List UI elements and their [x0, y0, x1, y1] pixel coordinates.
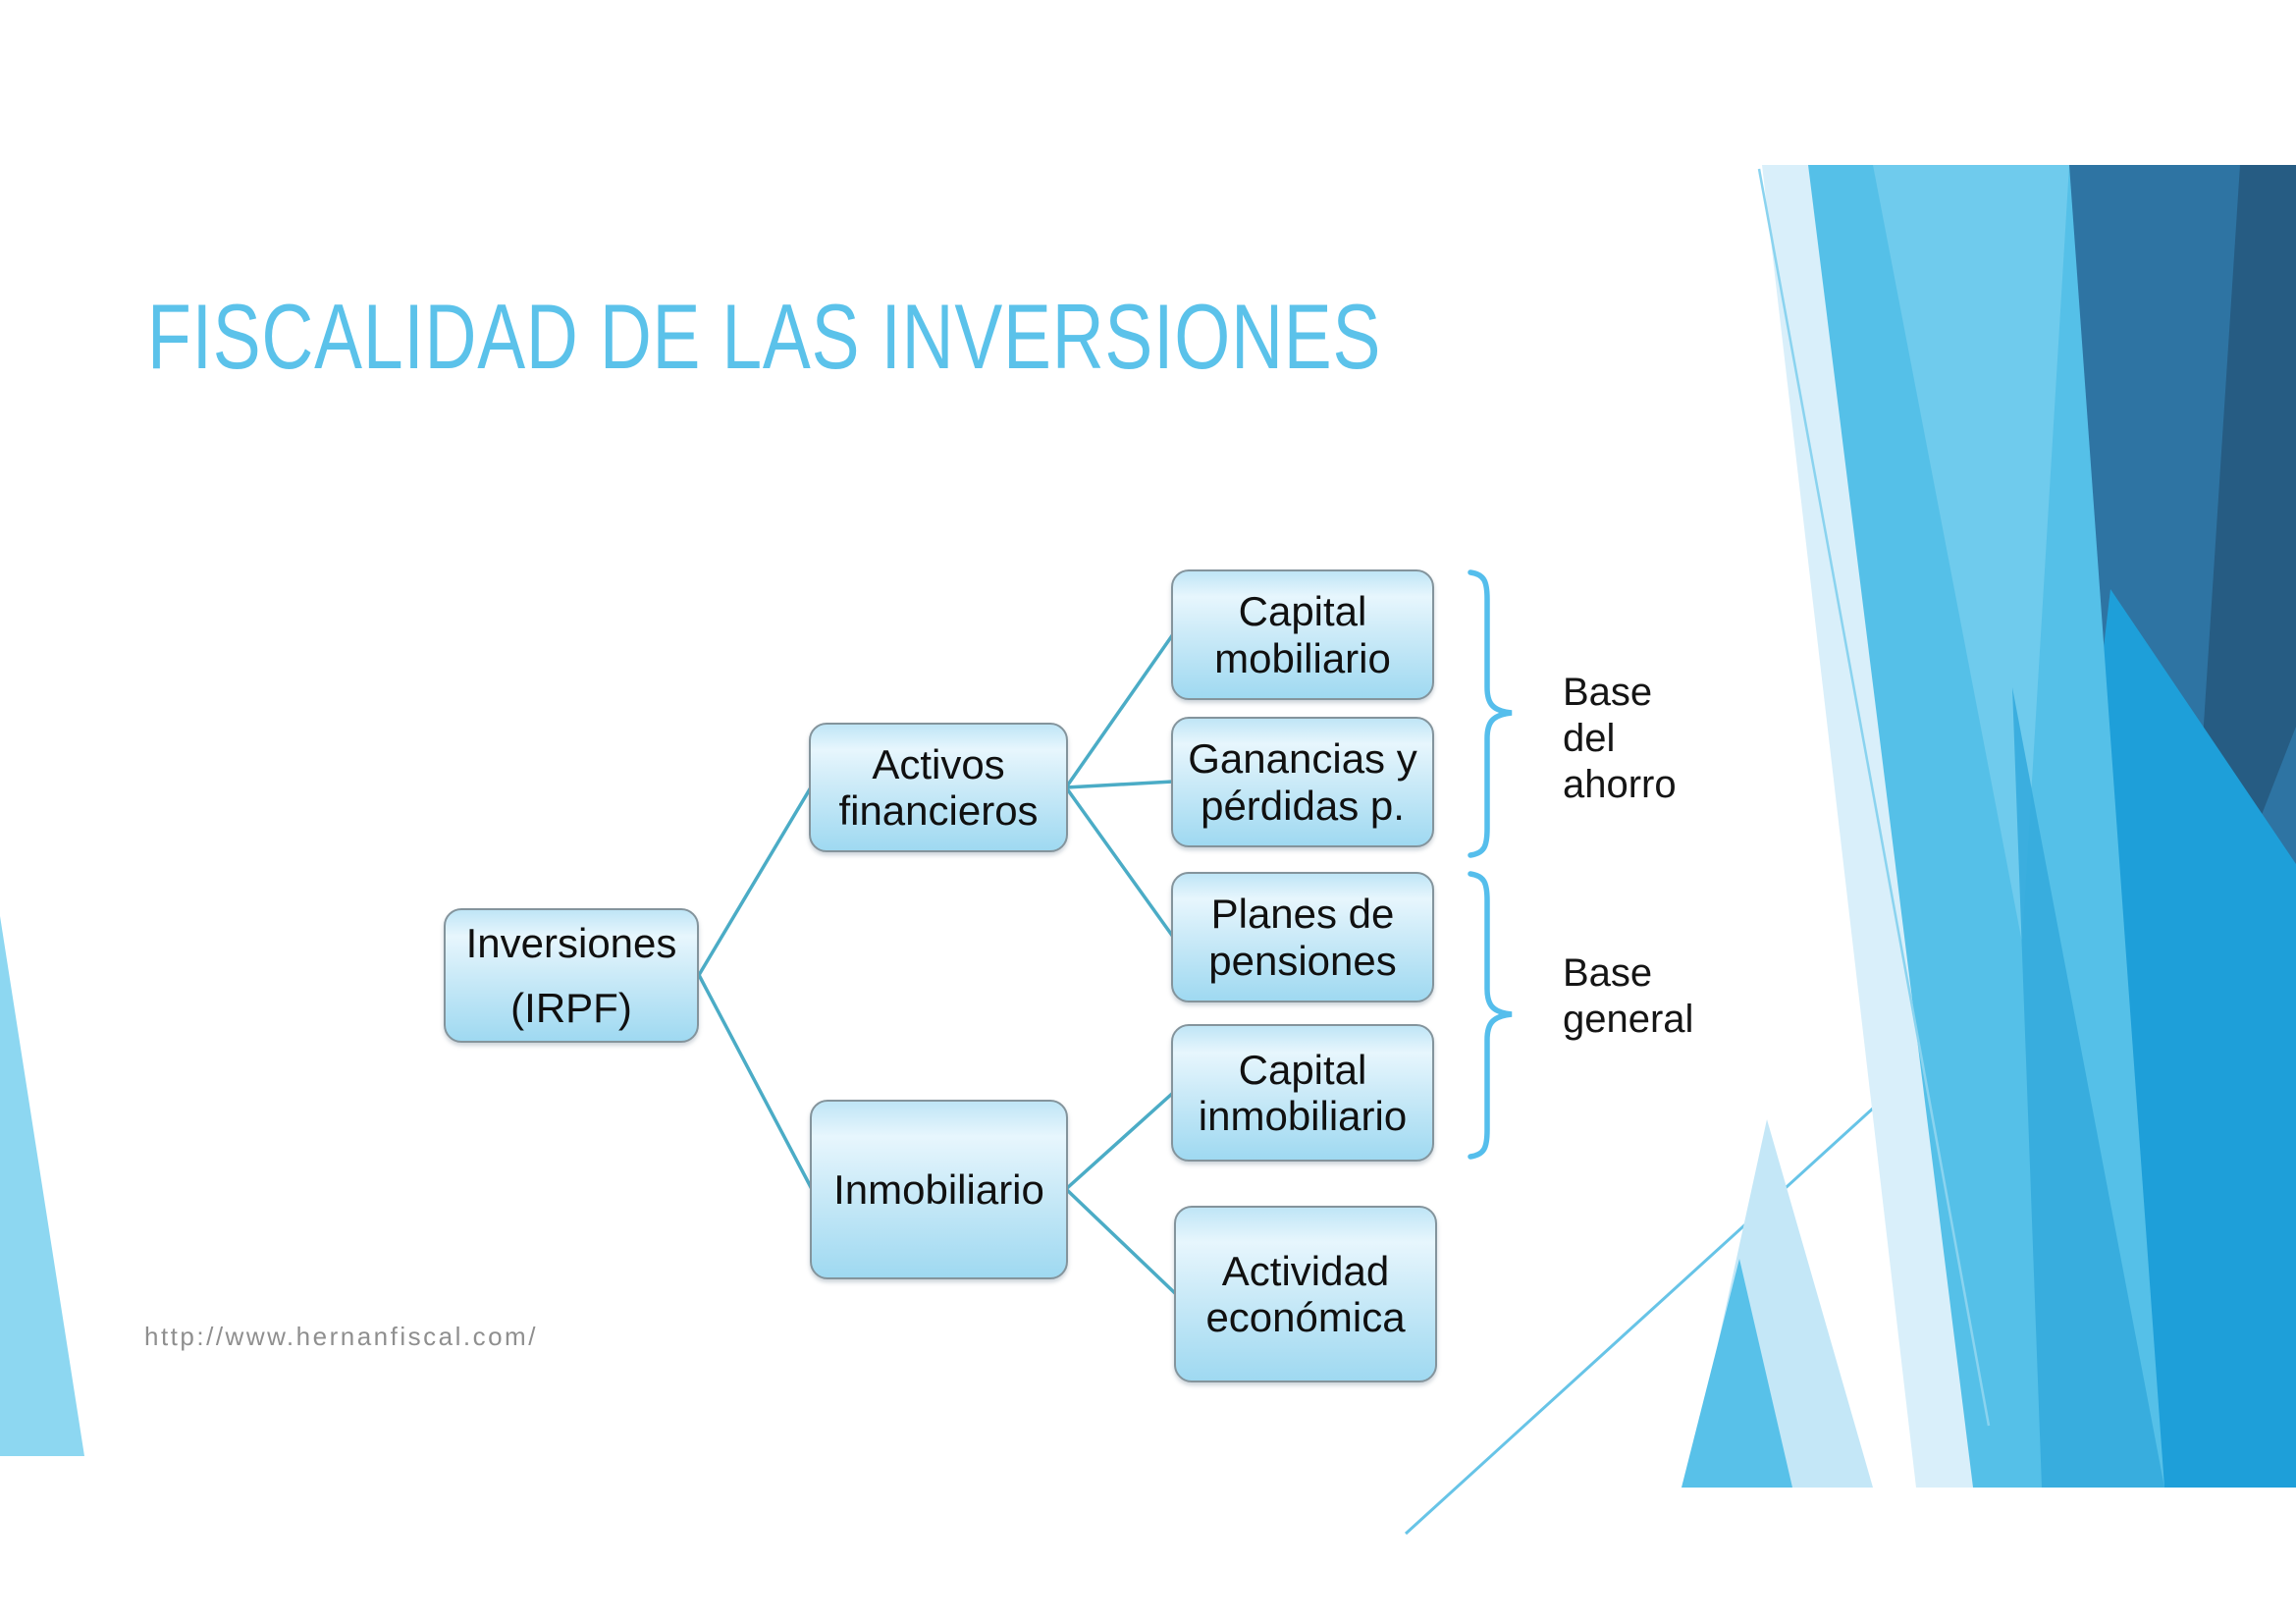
node-label: Planes de — [1210, 891, 1395, 938]
diagram-connectors — [697, 632, 1178, 1296]
node-inversiones: Inversiones (IRPF) — [444, 908, 699, 1043]
label-base-del-ahorro: Base del ahorro — [1563, 671, 1677, 806]
node-label: Activos — [872, 740, 1005, 787]
node-inmobiliario: Inmobiliario — [810, 1100, 1068, 1279]
left-wedge-shape — [0, 916, 84, 1456]
node-label: financieros — [838, 787, 1039, 834]
brackets — [1468, 569, 1513, 1160]
node-label: Actividad — [1221, 1247, 1390, 1294]
slide-title: FISCALIDAD DE LAS INVERSIONES — [147, 285, 1382, 388]
node-ganancias-perdidas: Ganancias y pérdidas p. — [1171, 717, 1434, 847]
bracket-base-general — [1468, 871, 1513, 1160]
node-activos-financieros: Activos financieros — [809, 723, 1068, 852]
bracket-base-ahorro — [1468, 569, 1513, 858]
node-label: Capital — [1238, 1046, 1367, 1093]
node-actividad-economica: Actividad económica — [1174, 1206, 1437, 1382]
right-decor-cluster — [1682, 165, 2296, 1488]
node-label: Capital — [1238, 588, 1367, 635]
node-label: pensiones — [1208, 937, 1397, 984]
node-label: mobiliario — [1214, 634, 1391, 681]
node-label: (IRPF) — [510, 984, 632, 1031]
label-base-general: Base general — [1563, 951, 1694, 1041]
node-label: Inversiones — [465, 920, 677, 967]
node-planes-pensiones: Planes de pensiones — [1171, 872, 1434, 1002]
node-capital-mobiliario: Capital mobiliario — [1171, 569, 1434, 700]
node-capital-inmobiliario: Capital inmobiliario — [1171, 1024, 1434, 1162]
node-label: inmobiliario — [1198, 1093, 1408, 1139]
node-label: Inmobiliario — [833, 1165, 1044, 1213]
footer-url: http://www.hernanfiscal.com/ — [144, 1322, 538, 1351]
node-label: pérdidas p. — [1201, 782, 1405, 829]
node-label: Ganancias y — [1188, 735, 1417, 783]
node-label: económica — [1205, 1294, 1406, 1340]
